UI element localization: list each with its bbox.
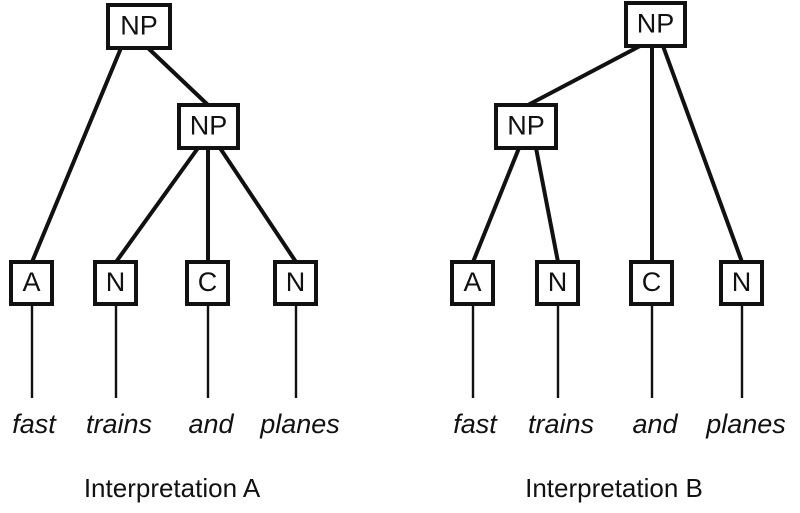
leaf-word: fast [12,409,57,439]
node-box [629,260,674,306]
tree-caption: Interpretation A [84,473,261,503]
node-label: NP [120,11,158,41]
node-label: N [548,267,568,297]
node-label: N [106,267,126,297]
node-box [93,260,138,306]
tree-node[interactable]: NP [494,103,558,150]
node-label: A [22,267,40,297]
tree-node[interactable]: N [535,260,580,306]
tree-edge [114,146,200,264]
tree-node[interactable]: NP [177,103,240,150]
node-label: NP [637,9,675,39]
leaf-word: and [632,409,678,439]
node-label: N [732,267,752,297]
node-box [9,260,54,306]
node-box [185,260,230,306]
leaf-word: and [188,409,234,439]
tree-edge [471,147,521,263]
tree-node[interactable]: NP [624,1,687,48]
node-label: NP [190,111,228,141]
leaf-word: trains [86,409,152,439]
tree-edge [30,47,123,263]
tree-node[interactable]: C [185,260,230,306]
node-box [719,260,764,306]
node-box [535,260,580,306]
node-label: C [198,267,218,297]
tree-edge [661,45,744,263]
leaf-word: trains [528,409,594,439]
leaf-word: planes [259,409,340,439]
tree-node[interactable]: N [719,260,764,306]
node-box [177,103,240,150]
tree-node[interactable]: C [629,260,674,306]
node-box [624,1,687,48]
tree-caption: Interpretation B [525,473,703,503]
tree-node[interactable]: A [9,260,54,306]
tree-node[interactable]: N [93,260,138,306]
tree-edge [527,44,641,107]
node-box [106,3,172,50]
node-box [450,260,495,306]
node-label: NP [507,111,545,141]
leaf-word: fast [453,409,498,439]
node-box [273,260,318,306]
node-label: A [463,267,481,297]
tree-edge [218,146,298,264]
tree-edge [146,46,210,107]
leaf-word: planes [705,409,786,439]
tree-node[interactable]: N [273,260,318,306]
node-box [494,103,558,150]
tree-node[interactable]: NP [106,3,172,50]
node-label: N [286,267,306,297]
node-label: C [642,267,662,297]
tree-edge [534,147,560,263]
tree-node[interactable]: A [450,260,495,306]
